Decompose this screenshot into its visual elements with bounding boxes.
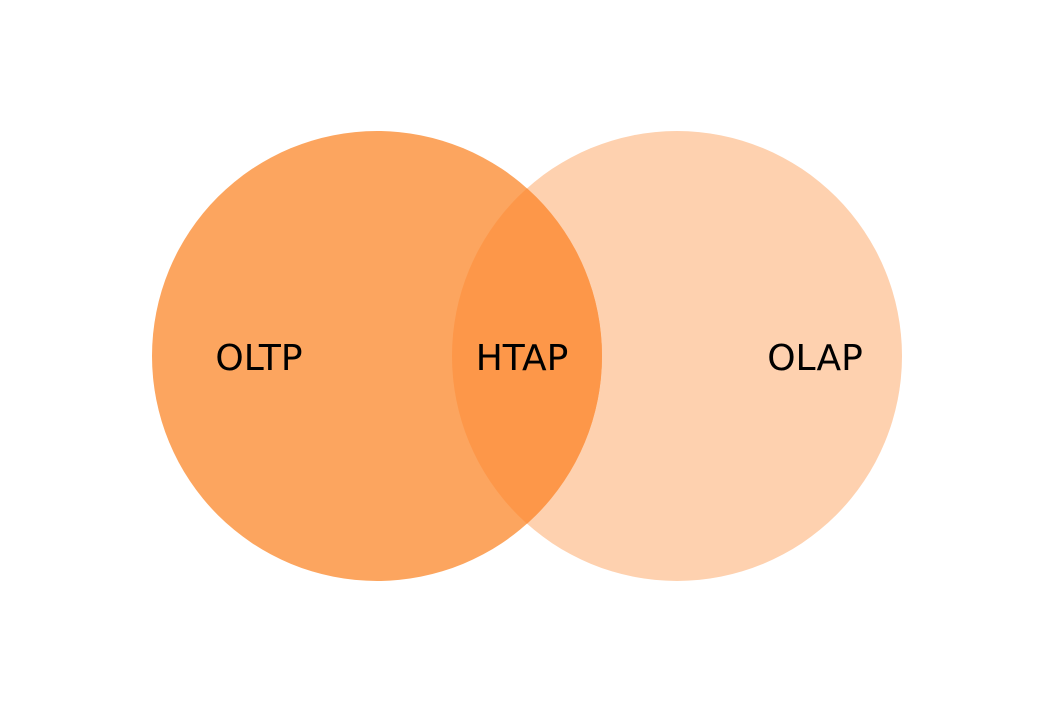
htap-intersection [452, 131, 602, 581]
htap-label: HTAP [476, 338, 569, 379]
oltp-label: OLTP [215, 338, 302, 379]
olap-label: OLAP [767, 338, 863, 379]
